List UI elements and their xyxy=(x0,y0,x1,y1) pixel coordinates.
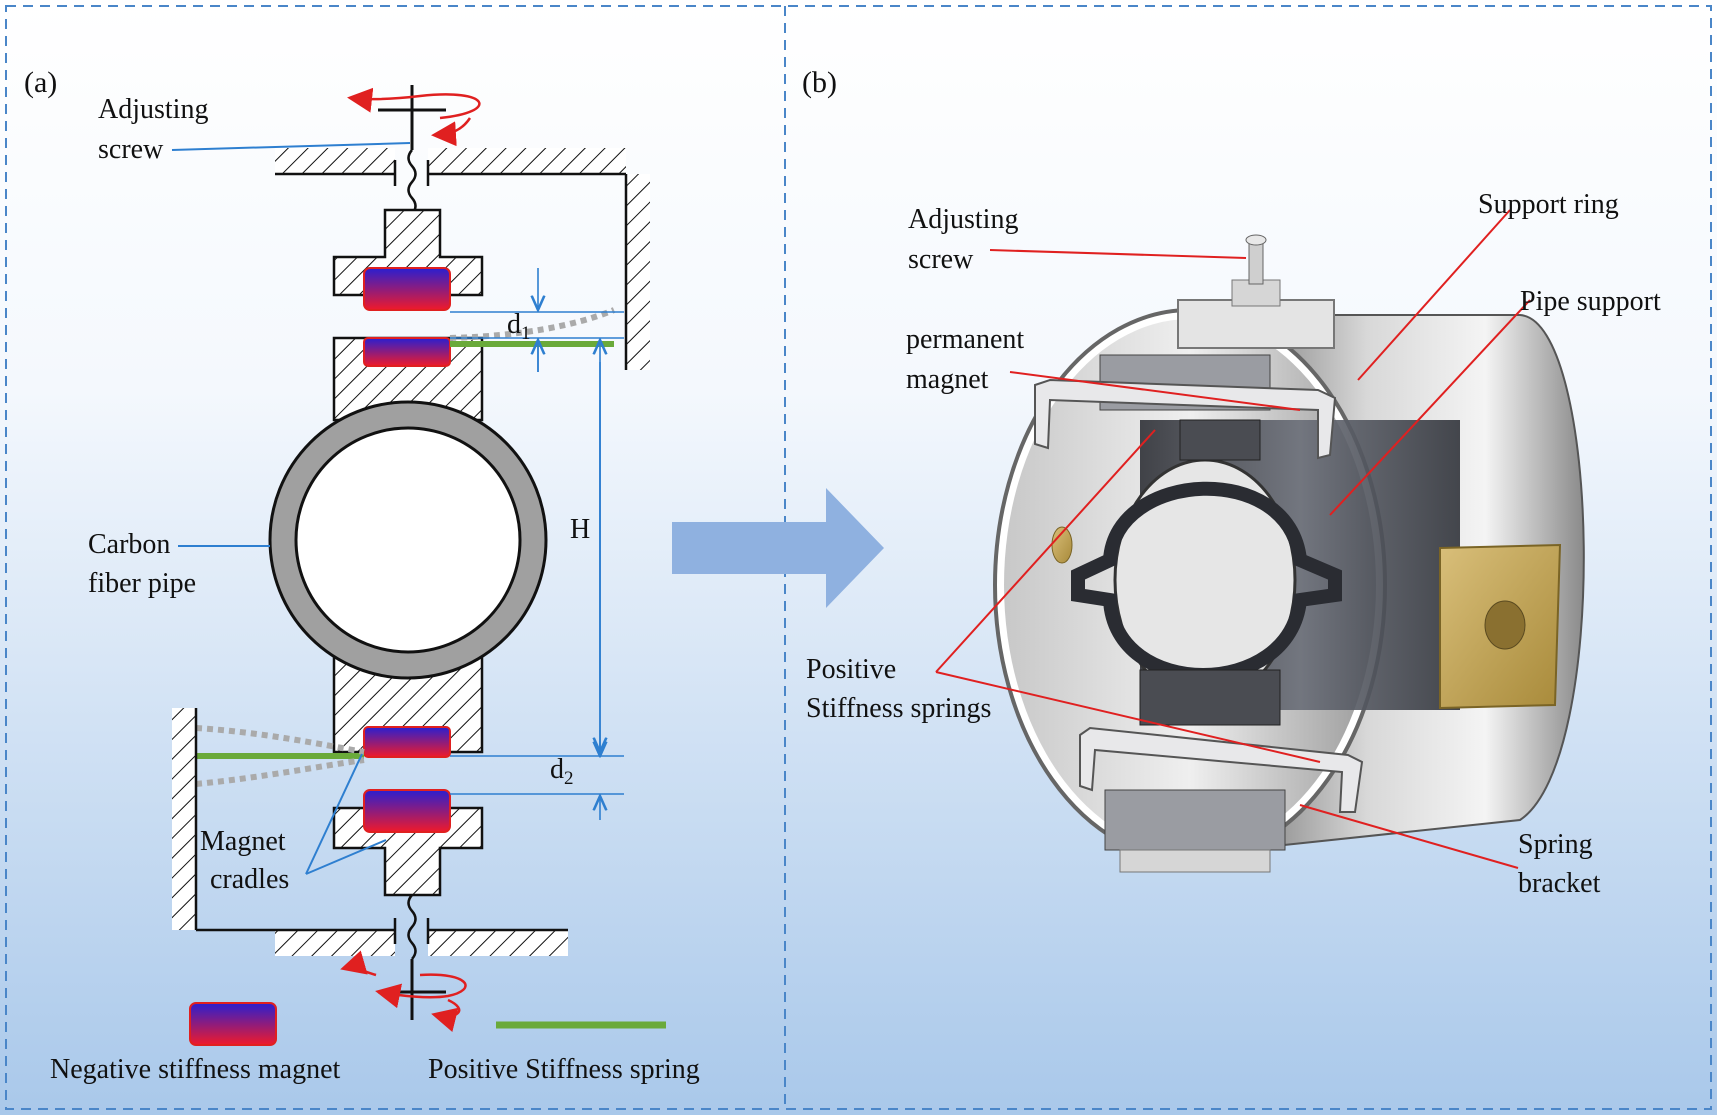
bottom-screw xyxy=(340,894,467,1032)
label-permanent-magnet: permanent magnet xyxy=(906,324,1024,395)
panel-b: (b) xyxy=(802,66,1661,899)
svg-text:permanent: permanent xyxy=(906,324,1024,355)
label-carbon-fiber-pipe: Carbon fiber pipe xyxy=(88,529,270,599)
legend: Negative stiffness magnet Positive Stiff… xyxy=(50,1002,700,1085)
bottom-magnet xyxy=(363,789,451,833)
dim-d1-label: d1 xyxy=(507,309,531,344)
figure-border xyxy=(5,5,1712,1110)
svg-text:Stiffness springs: Stiffness springs xyxy=(806,693,991,724)
transition-arrow xyxy=(672,488,884,608)
label-support-ring: Support ring xyxy=(1478,189,1619,220)
bottom-ground xyxy=(172,708,568,956)
label-adjusting-screw-b: Adjusting screw xyxy=(908,204,1018,275)
top-magnet xyxy=(363,267,451,311)
label-adjusting-screw-a: Adjusting screw xyxy=(98,94,411,165)
panel-a-label: (a) xyxy=(24,66,57,99)
svg-text:Magnet: Magnet xyxy=(200,826,286,857)
top-cradle xyxy=(332,208,484,311)
top-ground xyxy=(275,148,650,370)
svg-text:Adjusting: Adjusting xyxy=(98,94,208,125)
dim-d2-label: d2 xyxy=(550,754,574,789)
carbon-fiber-pipe xyxy=(268,400,548,680)
dim-h-label: H xyxy=(570,514,590,545)
dimension-lines xyxy=(450,268,624,820)
svg-text:Positive: Positive xyxy=(806,654,896,685)
panel-b-leaders xyxy=(935,209,1531,869)
lower-magnet xyxy=(363,726,451,758)
label-magnet-cradles: Magnet cradles xyxy=(200,753,387,895)
svg-text:bracket: bracket xyxy=(1518,868,1601,899)
label-pipe-support: Pipe support xyxy=(1520,286,1661,317)
svg-text:Carbon: Carbon xyxy=(88,529,170,560)
legend-magnet-swatch xyxy=(189,1002,277,1046)
bottom-cradle xyxy=(332,789,484,897)
legend-spring-label: Positive Stiffness spring xyxy=(428,1054,700,1085)
svg-text:Spring: Spring xyxy=(1518,829,1593,860)
device-render xyxy=(993,234,1585,873)
panel-b-label: (b) xyxy=(802,66,837,99)
svg-text:Adjusting: Adjusting xyxy=(908,204,1018,235)
svg-text:fiber pipe: fiber pipe xyxy=(88,568,196,599)
legend-magnet-label: Negative stiffness magnet xyxy=(50,1054,341,1085)
svg-text:screw: screw xyxy=(98,134,164,165)
svg-text:screw: screw xyxy=(908,244,974,275)
svg-text:magnet: magnet xyxy=(906,364,989,395)
svg-text:cradles: cradles xyxy=(210,864,289,895)
panel-a: (a) xyxy=(24,66,700,1085)
upper-magnet xyxy=(363,337,451,367)
upper-pipe-cradle xyxy=(332,307,616,422)
label-positive-springs: Positive Stiffness springs xyxy=(806,654,991,724)
label-spring-bracket: Spring bracket xyxy=(1518,829,1601,899)
